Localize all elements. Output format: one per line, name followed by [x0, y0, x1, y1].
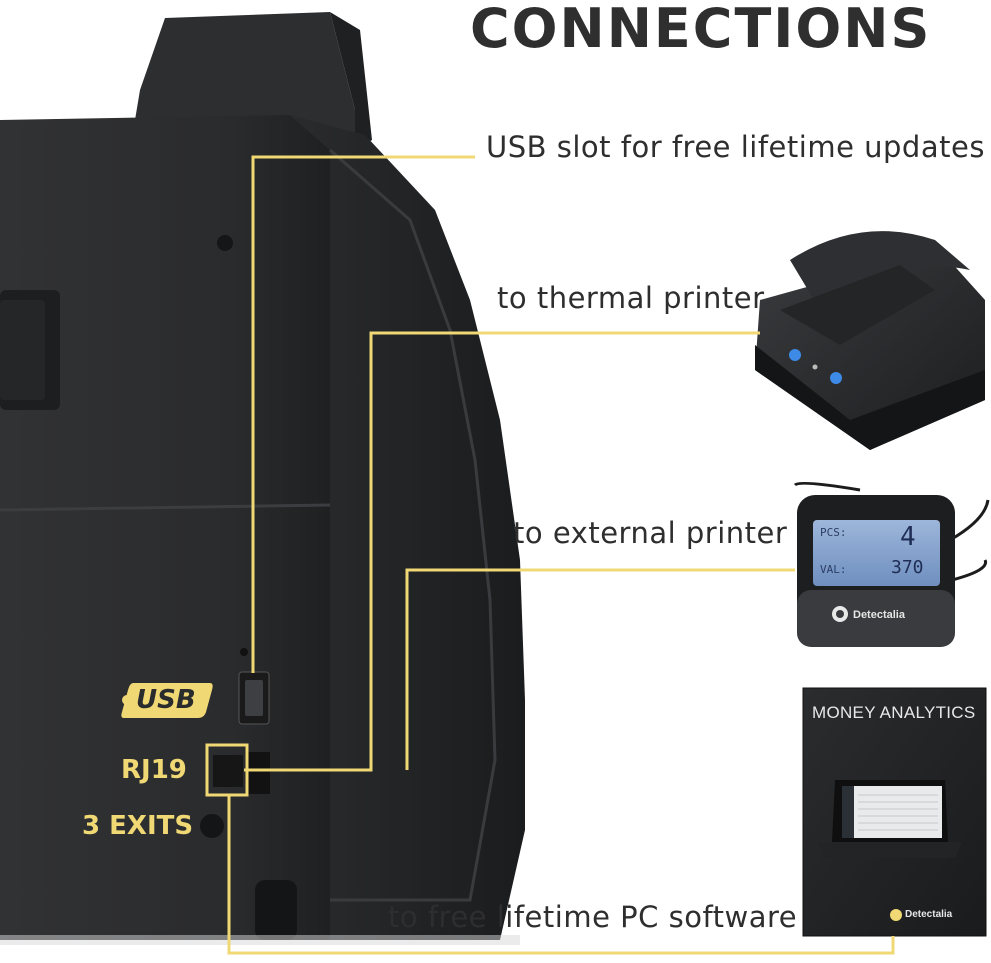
- display-pcs-value: 4: [900, 522, 916, 552]
- thermal-printer-image: [755, 231, 985, 450]
- machine-body: [0, 115, 525, 945]
- display-val-value: 370: [891, 557, 924, 578]
- connection-lines: [205, 155, 895, 955]
- usb-slot-caption: USB slot for free lifetime updates: [486, 130, 985, 164]
- external-printer-connection-line: [405, 568, 795, 770]
- exits-label: 3 EXITS: [82, 811, 194, 841]
- display-brand: Detectalia: [853, 609, 905, 621]
- display-pcs-label: PCS:: [820, 526, 847, 539]
- pc-software-caption: to free lifetime PC software: [388, 900, 798, 934]
- machine-hopper: [130, 12, 372, 150]
- page-title: CONNECTIONS: [470, 0, 932, 60]
- usb-label: USB: [136, 685, 196, 715]
- thermal-printer-connection-line: [244, 331, 760, 772]
- rj19-port-frame: [205, 743, 249, 797]
- usb-connection-line: [251, 155, 475, 673]
- software-box-title: MONEY ANALYTICS: [812, 703, 976, 722]
- software-box-brand: Detectalia: [905, 909, 953, 920]
- thermal-printer-caption: to thermal printer: [497, 281, 765, 315]
- rj19-label: RJ19: [121, 755, 187, 785]
- software-box-image: [802, 687, 987, 937]
- display-val-label: VAL:: [820, 563, 847, 576]
- usb-icon: [121, 683, 213, 718]
- pc-software-connection-line: [227, 796, 895, 955]
- external-display-image: [793, 481, 990, 647]
- machine-ports: [200, 648, 270, 838]
- external-printer-caption: to external printer: [513, 516, 788, 550]
